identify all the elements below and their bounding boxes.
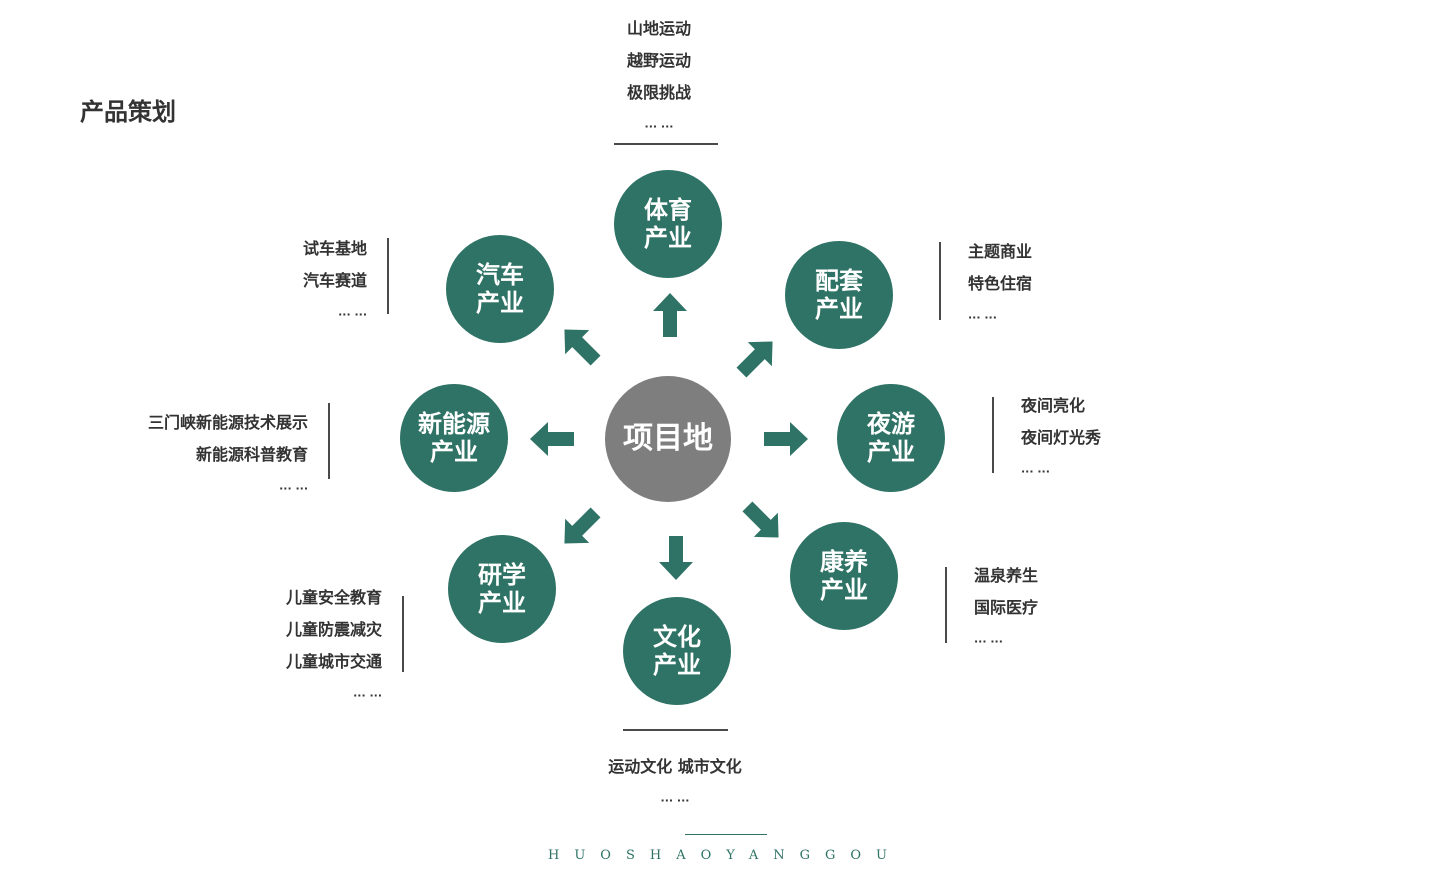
support-list: 主题商业 特色住宿 ··· ··· (968, 236, 1032, 326)
node-label: 夜游 (867, 409, 915, 438)
list-item: 汽车赛道 (302, 271, 367, 290)
node-label: 产业 (478, 589, 526, 617)
node-label: 研学 (478, 560, 526, 589)
list-item: 新能源科普教育 (195, 445, 308, 464)
list-item: 特色住宿 (968, 274, 1033, 293)
arrow-down-icon (659, 536, 693, 580)
node-label: 产业 (815, 295, 863, 323)
list-item: 山地运动 (626, 19, 691, 38)
arrow-left-icon (530, 422, 574, 456)
node-label: 产业 (430, 438, 478, 466)
list-item: 极限挑战 (626, 83, 691, 102)
ellipsis: ··· ··· (353, 689, 382, 702)
arrow-up-icon (653, 293, 687, 337)
list-item: 主题商业 (968, 242, 1033, 261)
node-night-tour-industry: 夜游 产业 (837, 384, 945, 492)
list-item: 夜间亮化 (1021, 396, 1086, 415)
node-label: 产业 (653, 651, 701, 679)
node-health-industry: 康养 产业 (790, 522, 898, 630)
divider-line (328, 403, 330, 479)
center-node-label: 项目地 (623, 421, 713, 457)
node-label: 配套 (815, 266, 863, 295)
node-new-energy-industry: 新能源 产业 (400, 384, 508, 492)
node-label: 新能源 (418, 409, 490, 438)
divider-line (945, 567, 947, 643)
sports-list: 山地运动 越野运动 极限挑战 ··· ··· (600, 13, 718, 135)
center-node-project-site: 项目地 (605, 376, 731, 502)
divider-line (614, 143, 718, 145)
list-item: 国际医疗 (974, 598, 1039, 617)
list-item: 温泉养生 (974, 566, 1039, 585)
divider-line (623, 729, 728, 731)
auto-list: 试车基地 汽车赛道 ··· ··· (240, 233, 367, 323)
arrow-up-right-icon (729, 329, 785, 385)
list-item: 越野运动 (626, 51, 691, 70)
divider-line (939, 242, 941, 320)
ellipsis: ··· ··· (1021, 465, 1050, 478)
node-label: 产业 (476, 289, 524, 317)
divider-line (992, 397, 994, 473)
ellipsis: ··· ··· (644, 120, 674, 133)
list-item: 儿童城市交通 (285, 652, 382, 671)
node-label: 汽车 (476, 260, 524, 289)
list-item: 三门峡新能源技术展示 (147, 413, 308, 432)
arrow-down-left-icon (552, 500, 608, 556)
list-item: 试车基地 (302, 239, 367, 258)
ellipsis: ··· ··· (279, 482, 308, 495)
node-study-industry: 研学 产业 (448, 535, 556, 643)
health-list: 温泉养生 国际医疗 ··· ··· (974, 560, 1038, 650)
list-item: 儿童防震减灾 (285, 620, 382, 639)
node-label: 产业 (867, 438, 915, 466)
node-culture-industry: 文化 产业 (623, 597, 731, 705)
ellipsis: ··· ··· (338, 308, 367, 321)
ellipsis: ··· ··· (968, 311, 997, 324)
divider-line (402, 596, 404, 672)
night-tour-list: 夜间亮化 夜间灯光秀 ··· ··· (1021, 390, 1101, 480)
new-energy-list: 三门峡新能源技术展示 新能源科普教育 ··· ··· (100, 407, 308, 497)
list-item: 夜间灯光秀 (1021, 428, 1102, 447)
arrow-up-left-icon (552, 317, 608, 373)
node-auto-industry: 汽车 产业 (446, 235, 554, 343)
node-label: 产业 (644, 224, 692, 252)
study-list: 儿童安全教育 儿童防震减灾 儿童城市交通 ··· ··· (250, 582, 382, 704)
footer-brand: HUOSHAOYANGGOU (548, 848, 902, 863)
list-item: 运动文化 城市文化 (608, 757, 742, 776)
node-support-industry: 配套 产业 (785, 241, 893, 349)
node-label: 体育 (644, 195, 692, 224)
node-sports-industry: 体育 产业 (614, 170, 722, 278)
divider-line (387, 238, 389, 314)
footer-divider (685, 834, 767, 835)
node-label: 文化 (653, 622, 701, 651)
ellipsis: ··· ··· (974, 635, 1003, 648)
culture-list: 运动文化 城市文化 ··· ··· (575, 751, 775, 809)
page-title: 产品策划 (80, 98, 176, 126)
node-label: 康养 (820, 547, 868, 576)
arrow-down-right-icon (735, 494, 791, 550)
ellipsis: ··· ··· (660, 794, 690, 807)
arrow-right-icon (764, 422, 808, 456)
node-label: 产业 (820, 576, 868, 604)
list-item: 儿童安全教育 (285, 588, 382, 607)
